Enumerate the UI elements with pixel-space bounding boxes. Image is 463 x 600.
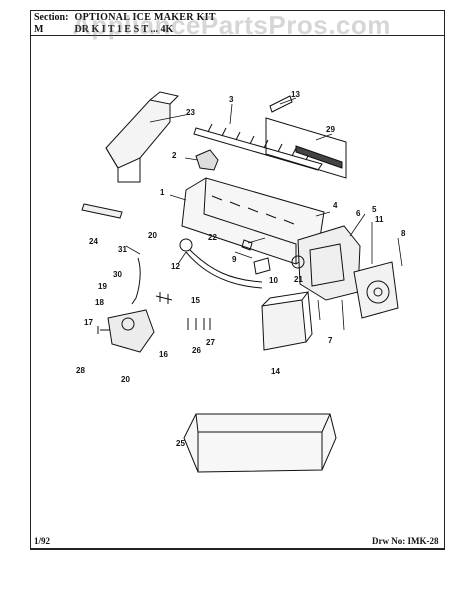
callout-11: 11 [375,215,384,224]
callout-15: 15 [191,296,200,305]
watermark: AppliancePartsPros.com [72,10,391,40]
callout-31: 31 [118,245,127,254]
callout-14: 14 [271,367,280,376]
model-text: DR K I T 1 E S T ... 4K [74,24,174,35]
part-26-shape [187,318,211,330]
part-13-shape [269,95,293,113]
model-header: M DR K I T 1 E S T ... 4K [34,24,173,35]
part-12-shape [179,238,263,289]
footer-date: 1/92 [34,536,51,546]
callout-24: 24 [89,237,98,246]
part-11-shape [353,261,399,319]
callout-19: 19 [98,282,107,291]
callout-8: 8 [401,229,406,238]
header-divider [30,35,445,36]
callout-30: 30 [113,270,122,279]
section-header: Section: OPTIONAL ICE MAKER KIT [34,12,216,23]
part-10-shape [253,257,271,275]
callout-12: 12 [171,262,180,271]
callout-10: 10 [269,276,278,285]
callout-13: 13 [291,90,300,99]
callout-22: 22 [208,233,217,242]
callout-23: 23 [186,108,195,117]
part-23-shape [105,91,179,183]
callout-5: 5 [372,205,377,214]
callout-1: 1 [160,188,165,197]
callout-18: 18 [95,298,104,307]
part-30-shape [131,257,141,305]
part-6-shape [291,225,361,301]
part-2-shape [195,149,219,171]
callout-16: 16 [159,350,168,359]
callout-29: 29 [326,125,335,134]
callout-2: 2 [172,151,177,160]
part-16-shape [97,309,155,353]
part-24-shape [81,203,123,219]
section-title: OPTIONAL ICE MAKER KIT [74,12,216,23]
part-29-shape [265,117,347,179]
callout-7: 7 [328,336,333,345]
callout-26: 26 [192,346,201,355]
part-25-shape [183,413,337,473]
callout-20: 20 [121,375,130,384]
callout-20: 20 [148,231,157,240]
part-1-shape [181,177,325,265]
callout-4: 4 [333,201,338,210]
part-22-shape [241,239,253,251]
drawing-number: Drw No: IMK-28 [372,536,439,546]
callout-17: 17 [84,318,93,327]
callout-6: 6 [356,209,361,218]
part-15-shape [155,292,173,304]
diagram-frame [30,10,445,550]
callout-3: 3 [229,95,234,104]
callout-9: 9 [232,255,237,264]
callout-21: 21 [294,275,303,284]
callout-28: 28 [76,366,85,375]
section-label: Section: [34,12,69,23]
footer-divider [30,548,445,549]
model-label: M [34,24,44,35]
callout-27: 27 [206,338,215,347]
part-14-shape [261,291,313,351]
callout-25: 25 [176,439,185,448]
